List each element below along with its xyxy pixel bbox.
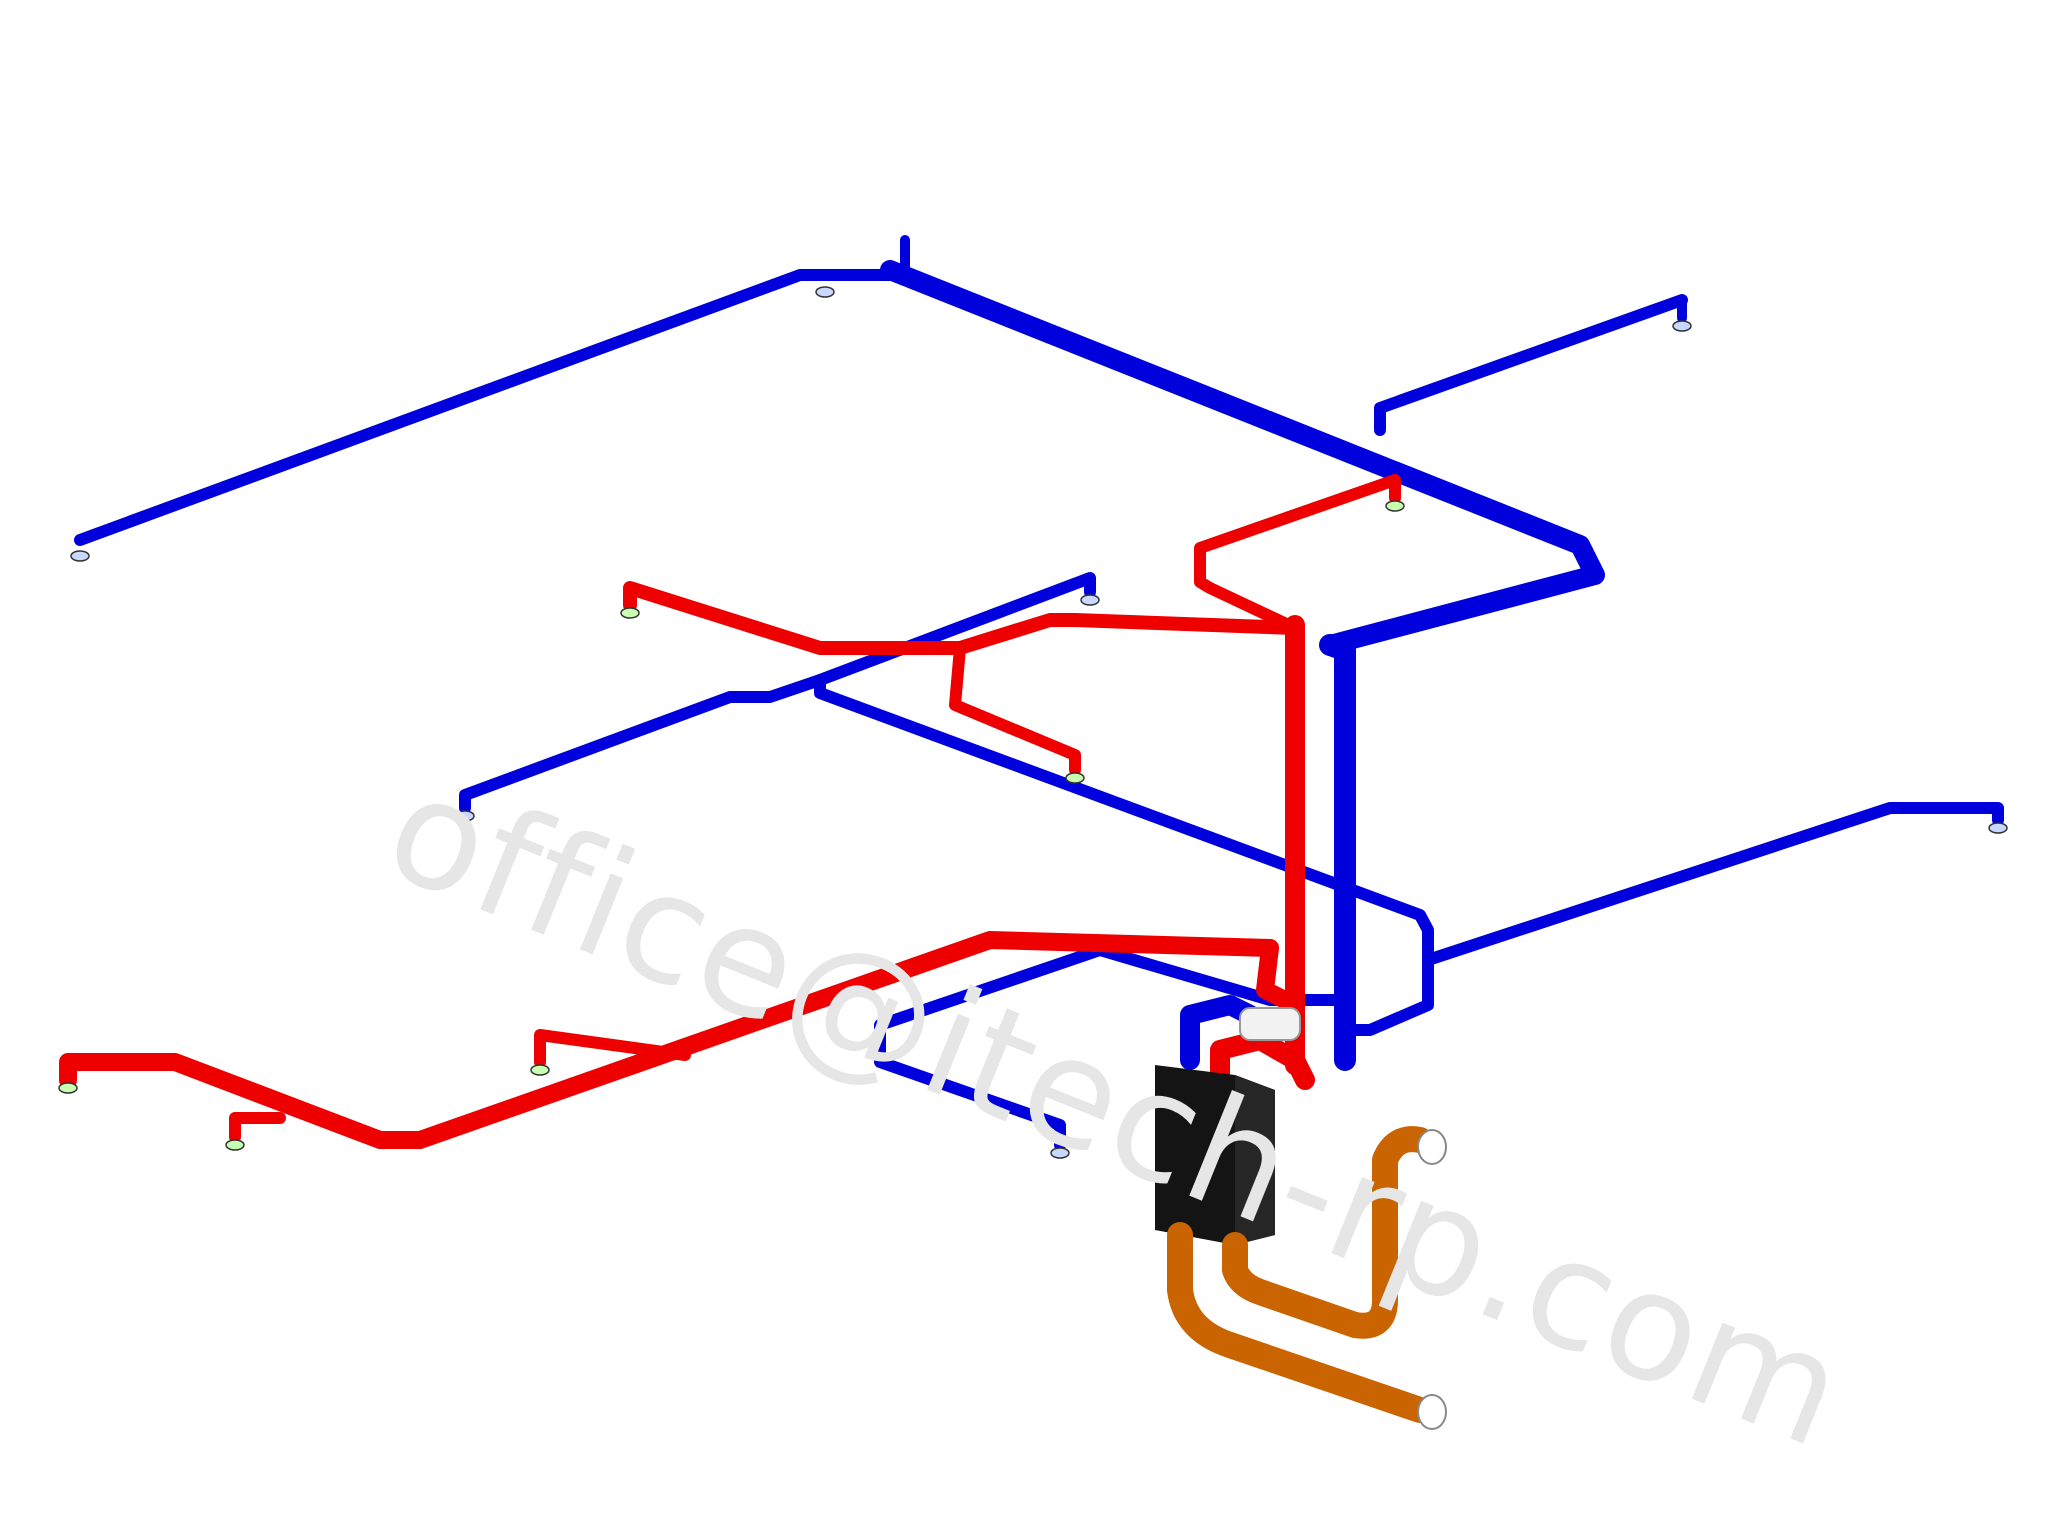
extract-diffuser xyxy=(70,550,90,562)
supply-branch-middle-lower xyxy=(949,642,1081,776)
extract-trunk-riser xyxy=(1319,634,1356,1071)
outdoor-air-ducts xyxy=(1167,1126,1447,1430)
extract-diffuser xyxy=(1080,594,1100,606)
supply-diffuser xyxy=(58,1082,78,1094)
extract-branch-upper-left xyxy=(74,269,896,546)
supply-branch-lower-stub-a xyxy=(229,1112,286,1143)
supply-branch-lower xyxy=(59,931,1279,1149)
extract-diffuser xyxy=(1988,822,2008,834)
supply-branch-upper xyxy=(1194,474,1401,634)
extract-diffuser xyxy=(1050,1147,1070,1159)
extract-main-trunk xyxy=(880,260,1605,655)
supply-diffuser xyxy=(1385,500,1405,512)
outdoor-grille-top xyxy=(1417,1129,1447,1165)
extract-duct-network xyxy=(74,235,2004,1151)
supply-branch-lower-stub-b xyxy=(534,1029,691,1068)
extract-unit-connection xyxy=(1180,995,1260,1070)
supply-diffusers xyxy=(58,500,1405,1151)
silencer xyxy=(1239,1007,1301,1041)
supply-riser-bend xyxy=(1256,939,1304,1014)
outdoor-grille-bottom xyxy=(1417,1394,1447,1430)
supply-diffuser xyxy=(530,1064,550,1076)
supply-diffuser xyxy=(620,607,640,619)
supply-branch-middle xyxy=(623,581,1302,655)
extract-diffuser xyxy=(815,286,835,298)
extract-diffusers xyxy=(70,286,2008,1159)
extract-diffuser xyxy=(455,810,475,822)
ventilation-unit xyxy=(1155,1065,1275,1245)
extract-branch-upper-right xyxy=(1374,294,1688,436)
supply-diffuser xyxy=(225,1139,245,1151)
supply-diffuser xyxy=(1065,772,1085,784)
outdoor-duct-intake xyxy=(1167,1222,1433,1423)
extract-branch-right xyxy=(1422,802,2004,966)
extract-diffuser xyxy=(1672,320,1692,332)
outdoor-duct-exhaust xyxy=(1222,1126,1433,1339)
extract-branch-middle xyxy=(459,674,1434,1036)
